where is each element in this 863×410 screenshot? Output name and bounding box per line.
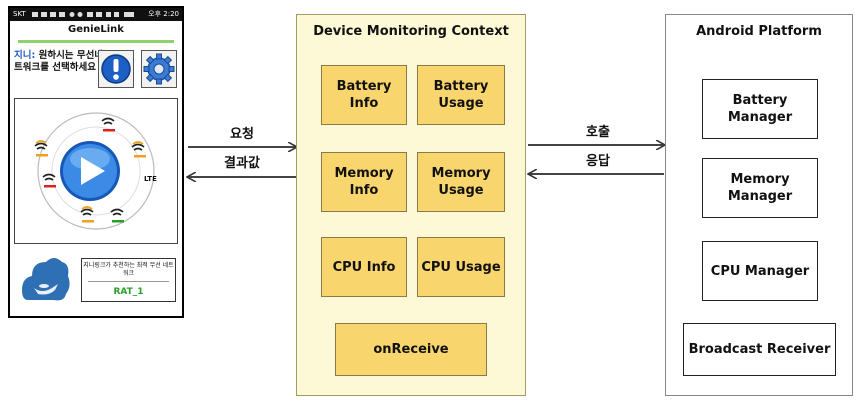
result-label: 결과값 [224,156,260,171]
battery-manager-box: Battery Manager [702,79,818,139]
cpu-usage-box: CPU Usage [417,237,505,297]
context-title: Device Monitoring Context [313,24,509,39]
prompt-text: 지니: 원하시는 무선네트워크를 선택하세요 [14,50,106,74]
memory-usage-box: Memory Usage [417,152,505,212]
android-title: Android Platform [696,24,822,39]
prompt-message: 원하시는 무선네트워크를 선택하세요 [14,50,104,73]
status-icons [32,12,134,17]
info-button[interactable] [98,50,134,88]
memory-manager-box: Memory Manager [702,158,818,218]
gear-icon [143,53,175,85]
prompt-name: 지니: [14,50,36,61]
recommendation-divider [88,281,169,282]
recommendation-box: 지니링크가 추천하는 최적 무선 네트워크 RAT_1 [81,258,176,302]
battery-usage-box: Battery Usage [417,65,505,125]
settings-button[interactable] [141,50,177,88]
memory-info-box: Memory Info [321,152,407,212]
network-radar: LTE [14,98,178,244]
response-label: 응답 [586,154,610,169]
call-label: 호출 [586,125,610,140]
carrier-label: SKT [13,10,26,18]
genie-logo [20,250,72,304]
onreceive-box: onReceive [335,323,487,376]
genie-lamp-icon [22,258,70,301]
title-divider [18,40,174,43]
lte-label: LTE [144,175,157,183]
broadcast-receiver-box: Broadcast Receiver [683,323,836,376]
info-icon [101,54,131,84]
cpu-manager-box: CPU Manager [702,241,818,301]
request-label: 요청 [230,127,254,142]
battery-info-box: Battery Info [321,65,407,125]
cpu-info-box: CPU Info [321,237,407,297]
recommendation-value: RAT_1 [113,287,144,297]
device-monitoring-context: Device Monitoring Context Battery Info B… [296,14,526,396]
app-title: GenieLink [68,24,124,35]
radar-graphic [34,112,155,230]
android-platform: Android Platform Battery Manager Memory … [665,14,853,396]
recommendation-label: 지니링크가 추천하는 최적 무선 네트워크 [83,262,174,277]
status-bar: SKT 오후 2:20 [10,8,182,21]
phone-mockup: SKT 오후 2:20 GenieLink 지니: 원하시는 무선네트워크를 선… [8,6,184,318]
clock-label: 오후 2:20 [148,10,179,18]
